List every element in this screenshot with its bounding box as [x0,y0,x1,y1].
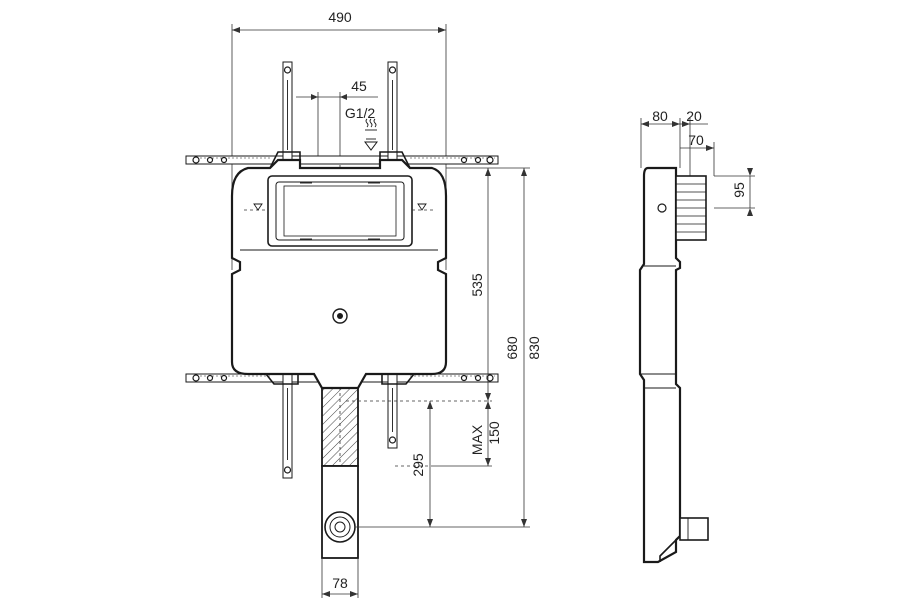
dimension-height-295: 295 [410,401,433,527]
dimension-535-label: 535 [469,273,485,297]
flush-pipe [321,387,359,559]
side-outlet-connector [659,517,709,562]
center-fixing-screw [332,308,348,324]
right-upper-leg [387,61,398,171]
left-lower-leg [282,369,293,479]
level-marker-right-icon [417,203,427,211]
dimension-95-label: 95 [731,182,747,198]
bottom-left-bracket [265,373,299,385]
service-opening [267,175,413,247]
side-view: 80 20 70 95 [638,108,755,564]
water-inlet-marker: G1/2 [345,105,378,151]
front-view: 490 45 G1/2 [185,9,542,598]
level-marker-left-icon [253,203,263,211]
cistern-side-body [638,166,682,564]
dimension-490-label: 490 [328,9,352,25]
top-left-bracket [269,151,301,169]
dimension-depth-80: 80 [640,108,681,168]
dimension-45-label: 45 [351,78,367,94]
dimension-height-95: 95 [714,168,755,216]
dimension-max-label: MAX [469,424,485,455]
dimension-295-label: 295 [410,453,426,477]
bottom-right-bracket [381,373,415,385]
dimension-height-535: 535 [469,168,491,401]
dimension-150-label: 150 [486,421,502,445]
dimension-depth-70: 70 [680,132,715,176]
dimension-max-150: MAX 150 [432,401,502,467]
dimension-830-label: 830 [526,336,542,360]
dimension-20-label: 20 [686,108,702,124]
water-level-triangle-icon [364,141,378,151]
right-lower-leg [387,369,398,449]
dimension-depth-20: 20 [680,108,708,176]
left-upper-leg [282,61,293,171]
water-wave-icon [365,118,377,131]
dimension-offset-45: 45 [296,78,378,160]
top-mounting-rail [185,155,499,165]
dimension-680-label: 680 [504,336,520,360]
water-inlet-label: G1/2 [345,105,376,121]
dimension-70-label: 70 [688,132,704,148]
dimension-pipe-width-78: 78 [321,558,359,598]
dimension-78-label: 78 [332,575,348,591]
dimension-height-830: 680 830 [504,168,542,527]
dimension-width-490: 490 [231,9,447,270]
top-right-bracket [379,151,411,169]
side-inlet-connector [657,175,707,241]
dimension-80-label: 80 [652,108,668,124]
